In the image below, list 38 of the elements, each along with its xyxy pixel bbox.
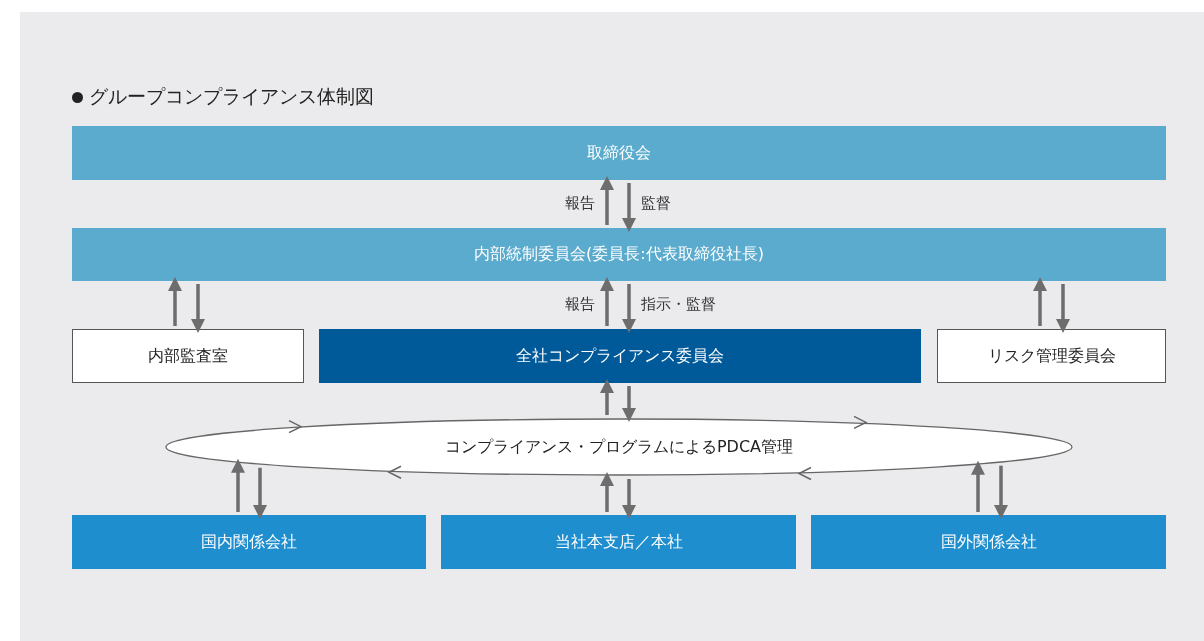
arrow	[191, 284, 205, 333]
arrow	[253, 467, 267, 519]
arrow	[622, 183, 636, 232]
arrow	[971, 460, 985, 512]
arrow	[600, 277, 614, 326]
node-label: リスク管理委員会	[987, 345, 1116, 367]
arrow	[600, 379, 614, 415]
node-label: 国外関係会社	[940, 531, 1037, 553]
node-label: コンプライアンス・プログラムによるPDCA管理	[444, 436, 794, 458]
edge-label: 指示・監督	[641, 295, 716, 314]
node-label: 内部統制委員会(委員長:代表取締役社長)	[474, 244, 764, 265]
committee-box	[319, 329, 921, 383]
arrow	[1056, 284, 1070, 333]
company-box	[72, 515, 426, 569]
arrow	[622, 284, 636, 333]
company-box	[441, 515, 796, 569]
edge-label: 報告	[565, 295, 595, 314]
arrow	[600, 472, 614, 512]
department-box	[937, 329, 1166, 383]
node-label: 内部監査室	[148, 345, 228, 367]
arrow	[994, 465, 1008, 519]
committee-bar	[72, 126, 1166, 180]
arrow	[231, 458, 245, 512]
arrow	[622, 386, 636, 422]
arrow	[1033, 277, 1047, 326]
node-label: 国内関係会社	[201, 531, 297, 553]
company-box	[811, 515, 1166, 569]
committee-bar	[72, 228, 1166, 281]
arrow	[600, 176, 614, 225]
edge-label: 監督	[641, 194, 671, 213]
diagram-title: グループコンプライアンス体制図	[89, 84, 374, 109]
node-label: 取締役会	[587, 142, 651, 164]
arrow	[622, 479, 636, 519]
arrow	[168, 277, 182, 326]
department-box	[72, 329, 304, 383]
node-label: 全社コンプライアンス委員会	[516, 345, 724, 367]
edge-label: 報告	[565, 194, 595, 213]
node-label: 当社本支店／本社	[554, 531, 683, 553]
